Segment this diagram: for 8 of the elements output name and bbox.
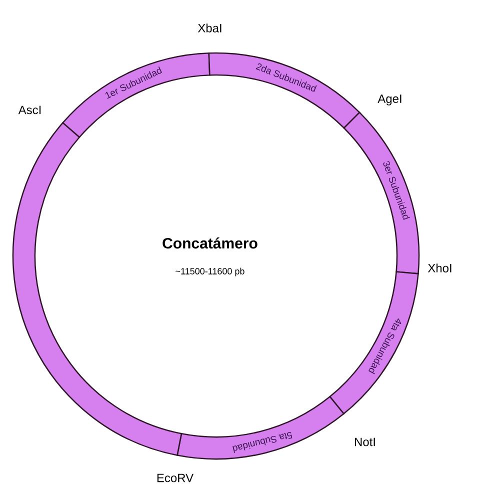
site-label: XbaI xyxy=(198,24,222,32)
site-label: EcoRV xyxy=(157,474,194,482)
size-label: ~11500-11600 pb xyxy=(176,268,244,276)
site-label: AscI xyxy=(18,106,41,114)
site-label: AgeI xyxy=(378,94,402,106)
site-label: NotI xyxy=(354,438,375,446)
center-title: Concatámero xyxy=(162,237,258,249)
site-label: XhoI xyxy=(428,264,452,272)
